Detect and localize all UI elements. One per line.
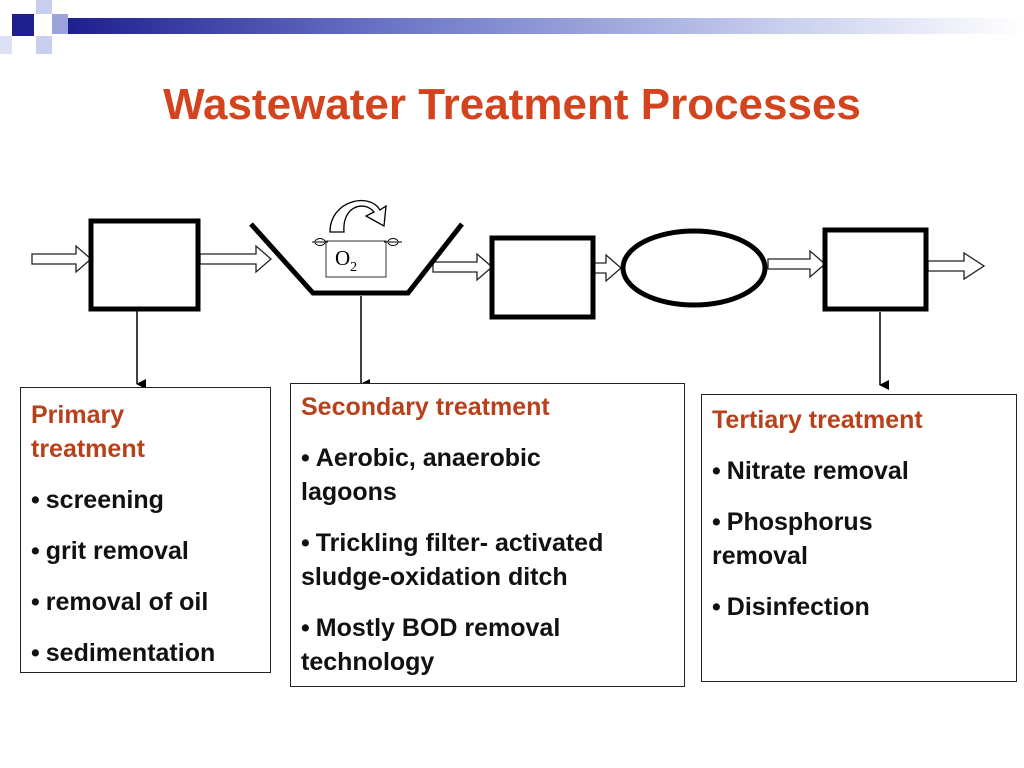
- arrow-filter-to-ditch: [593, 253, 622, 283]
- primary-title-line2: treatment: [31, 435, 145, 463]
- primary-treatment-list: •screening •grit removal •removal of oil…: [31, 483, 260, 670]
- header-square-dark: [12, 14, 34, 36]
- secondary-treatment-title: Secondary treatment: [301, 393, 550, 421]
- aeration-lagoon: [249, 222, 464, 296]
- primary-treatment-box: Primary treatment •screening •grit remov…: [20, 387, 271, 673]
- list-item: •screening: [31, 486, 164, 514]
- oxygen-label-box: [325, 240, 387, 278]
- outflow-arrow: [927, 251, 986, 281]
- oxidation-ditch: [620, 228, 768, 308]
- list-item: •sedimentation: [31, 639, 216, 667]
- bullet: •: [31, 537, 40, 565]
- header-square-light-4: [0, 36, 12, 54]
- trickling-filter-tank: [489, 235, 596, 320]
- list-item: •Nitrate removal: [712, 457, 909, 485]
- tertiary-treatment-title: Tertiary treatment: [712, 406, 923, 434]
- oxygen-label: O2: [335, 246, 357, 275]
- arrow-ditch-to-tertiary: [767, 249, 826, 279]
- primary-title-line1: Primary: [31, 401, 125, 429]
- flow-arrows: [31, 244, 986, 283]
- arrow-lagoon-to-filter: [432, 252, 493, 282]
- tertiary-treatment-box: Tertiary treatment •Nitrate removal •Pho…: [701, 394, 1017, 682]
- bullet: •: [301, 444, 310, 472]
- tertiary-tank: [822, 227, 929, 312]
- primary-treatment-title: Primary treatment: [31, 398, 260, 466]
- bullet: •: [31, 639, 40, 667]
- bullet: •: [31, 588, 40, 616]
- bullet: •: [301, 614, 310, 642]
- process-flow-diagram: O2: [31, 200, 986, 390]
- bullet: •: [31, 486, 40, 514]
- aerator-left-icon: [312, 238, 328, 246]
- header-square-light-3: [36, 36, 52, 54]
- primary-tank: [88, 218, 201, 312]
- list-item: •grit removal: [31, 537, 189, 565]
- bullet: •: [712, 457, 721, 485]
- bullet: •: [712, 593, 721, 621]
- header-square-light-2: [52, 14, 68, 34]
- header-square-light-1: [36, 0, 52, 14]
- arrow-primary-to-lagoon: [199, 244, 272, 274]
- header-decoration: [0, 0, 1024, 54]
- list-item: •Disinfection: [712, 593, 870, 621]
- header-gradient-bar: [68, 18, 1024, 34]
- bullet: •: [712, 508, 721, 536]
- bullet: •: [301, 529, 310, 557]
- aerator-right-icon: [384, 238, 402, 246]
- oxygen-recirculation-arrow: [329, 200, 387, 233]
- inflow-arrow: [31, 244, 92, 274]
- page-title: Wastewater Treatment Processes: [163, 80, 861, 129]
- list-item: •removal of oil: [31, 588, 209, 616]
